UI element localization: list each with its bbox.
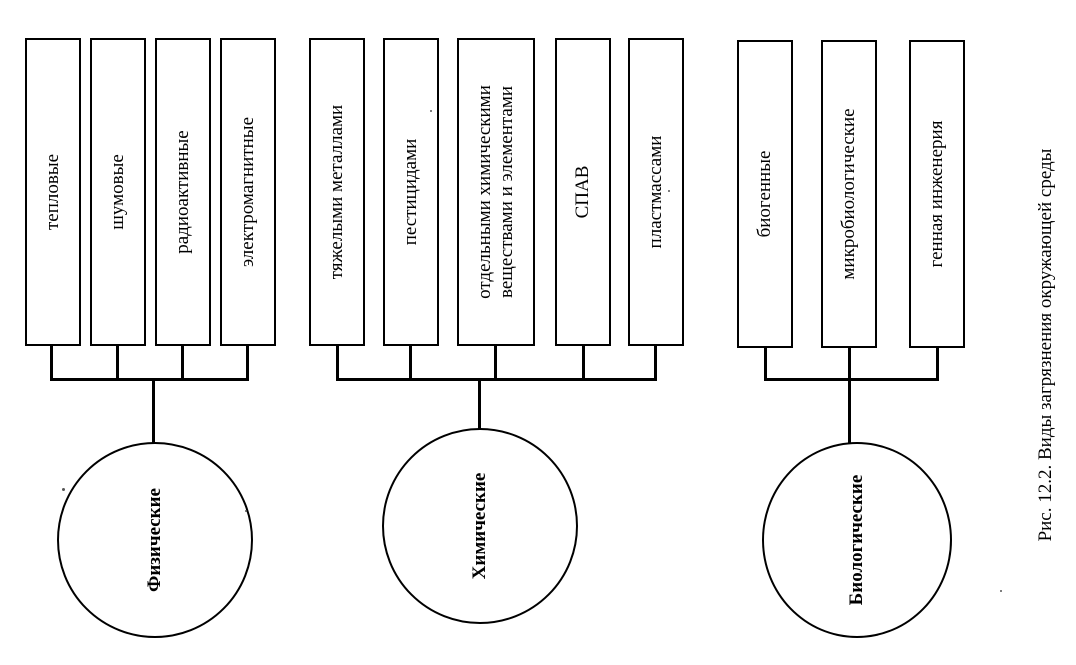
connector-bus bbox=[50, 378, 249, 381]
group-label-chemical: Химические bbox=[469, 472, 490, 580]
item-label-heavy-metals: тяжелыми металлами bbox=[326, 104, 347, 280]
connector-drop bbox=[582, 346, 585, 380]
item-label-noise: шумовые bbox=[107, 154, 128, 230]
group-circle-biological: Биологические bbox=[762, 442, 952, 638]
item-label-radioactive: радиоактивные bbox=[172, 130, 193, 254]
scan-speck bbox=[1000, 590, 1002, 592]
item-box-chemical-substances: отдельными химическими веществами и элем… bbox=[457, 38, 535, 346]
item-label-biogenic: биогенные bbox=[754, 150, 775, 238]
item-box-microbiological: микробиологические bbox=[821, 40, 877, 348]
item-box-noise: шумовые bbox=[90, 38, 146, 346]
item-box-biogenic: биогенные bbox=[737, 40, 793, 348]
connector-drop bbox=[764, 348, 767, 380]
item-label-microbiological: микробиологические bbox=[838, 108, 859, 280]
connector-drop bbox=[181, 346, 184, 380]
group-label-physical: Физические bbox=[144, 488, 165, 592]
connector-drop bbox=[848, 348, 851, 380]
item-label-plastics: пластмассами bbox=[645, 135, 666, 249]
connector-drop bbox=[246, 346, 249, 380]
connector-bus bbox=[764, 378, 939, 381]
connector-drop bbox=[936, 348, 939, 380]
item-box-genetic-engineering: генная инженерия bbox=[909, 40, 965, 348]
connector-stem bbox=[848, 378, 851, 444]
item-box-plastics: пластмассами bbox=[628, 38, 684, 346]
connector-drop bbox=[336, 346, 339, 380]
connector-drop bbox=[654, 346, 657, 380]
connector-drop bbox=[409, 346, 412, 380]
group-circle-chemical: Химические bbox=[382, 428, 578, 624]
scan-speck bbox=[62, 488, 65, 491]
connector-stem bbox=[478, 378, 481, 430]
item-box-thermal: тепловые bbox=[25, 38, 81, 346]
group-circle-physical: Физические bbox=[57, 442, 253, 638]
item-label-chemical-substances: отдельными химическими веществами и элем… bbox=[474, 85, 517, 299]
connector-stem bbox=[152, 378, 155, 444]
item-label-genetic-engineering: генная инженерия bbox=[926, 120, 947, 268]
item-label-surfactants: СПАВ bbox=[572, 165, 593, 219]
item-box-surfactants: СПАВ bbox=[555, 38, 611, 346]
connector-drop bbox=[116, 346, 119, 380]
connector-drop bbox=[50, 346, 53, 380]
item-label-thermal: тепловые bbox=[42, 153, 63, 231]
item-box-heavy-metals: тяжелыми металлами bbox=[309, 38, 365, 346]
item-box-electromagnetic: электромагнитные bbox=[220, 38, 276, 346]
group-label-biological: Биологические bbox=[846, 474, 867, 606]
connector-bus bbox=[336, 378, 657, 381]
item-box-radioactive: радиоактивные bbox=[155, 38, 211, 346]
scan-speck bbox=[668, 190, 670, 192]
item-label-pesticides: пестицидами bbox=[400, 138, 421, 246]
figure-caption: Рис. 12.2. Виды загрязнения окружающей с… bbox=[1035, 148, 1056, 542]
connector-drop bbox=[494, 346, 497, 380]
scan-speck bbox=[430, 110, 432, 112]
item-box-pesticides: пестицидами bbox=[383, 38, 439, 346]
scan-speck bbox=[245, 510, 247, 512]
item-label-electromagnetic: электромагнитные bbox=[237, 116, 258, 268]
